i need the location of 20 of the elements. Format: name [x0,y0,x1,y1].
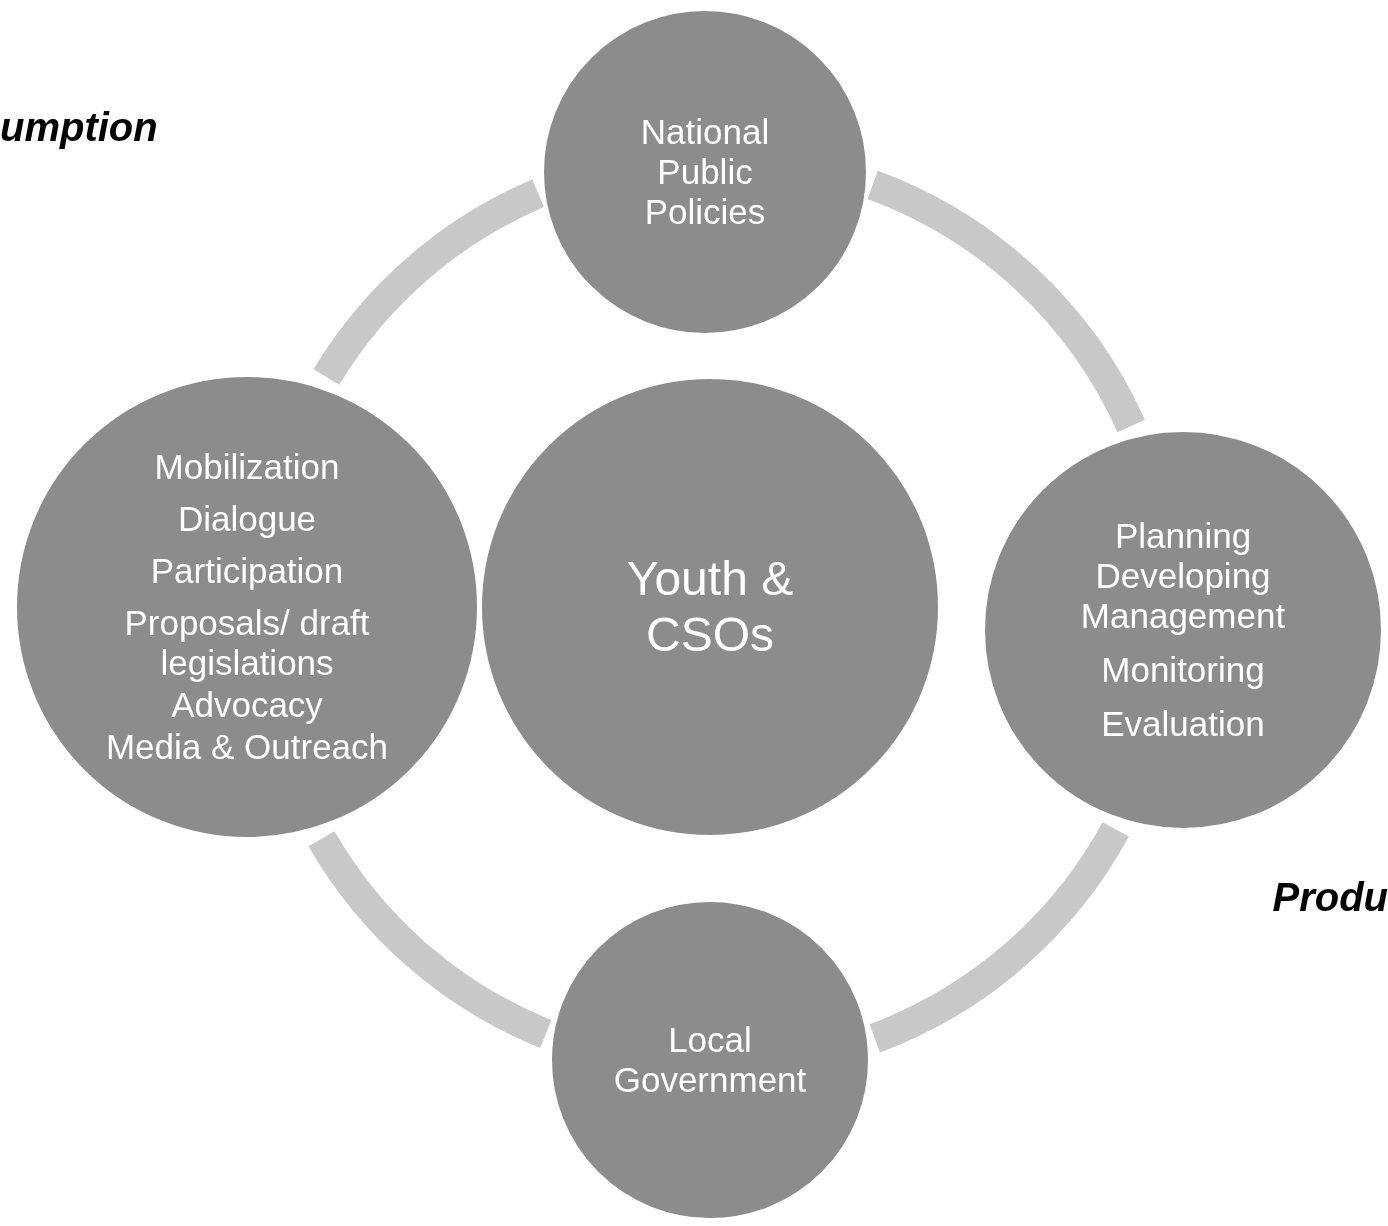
node-label: Advocacy [171,685,323,725]
node-label: Mobilization [154,447,340,487]
node-label: Participation [150,551,344,591]
node-label: Media & Outreach [105,727,389,767]
connector-arc [308,830,553,1048]
node-label: Monitoring [1101,650,1265,690]
node-label: National Public Policies [639,112,771,232]
node-label: Local Government [612,1020,808,1100]
connector-arc [866,171,1145,433]
side-label: Produ [1272,875,1388,920]
node-label: Youth & CSOs [625,551,795,663]
connector-arc [868,821,1129,1053]
side-label: umption [0,105,158,150]
node-label: Planning [1114,516,1252,556]
node-label: Evaluation [1101,704,1265,744]
connector-arc [314,179,545,386]
node-label: Developing [1095,556,1271,596]
node-label: Proposals/ draft legislations [123,603,371,683]
node-label: Management [1080,596,1286,636]
node-label: Dialogue [177,499,317,539]
